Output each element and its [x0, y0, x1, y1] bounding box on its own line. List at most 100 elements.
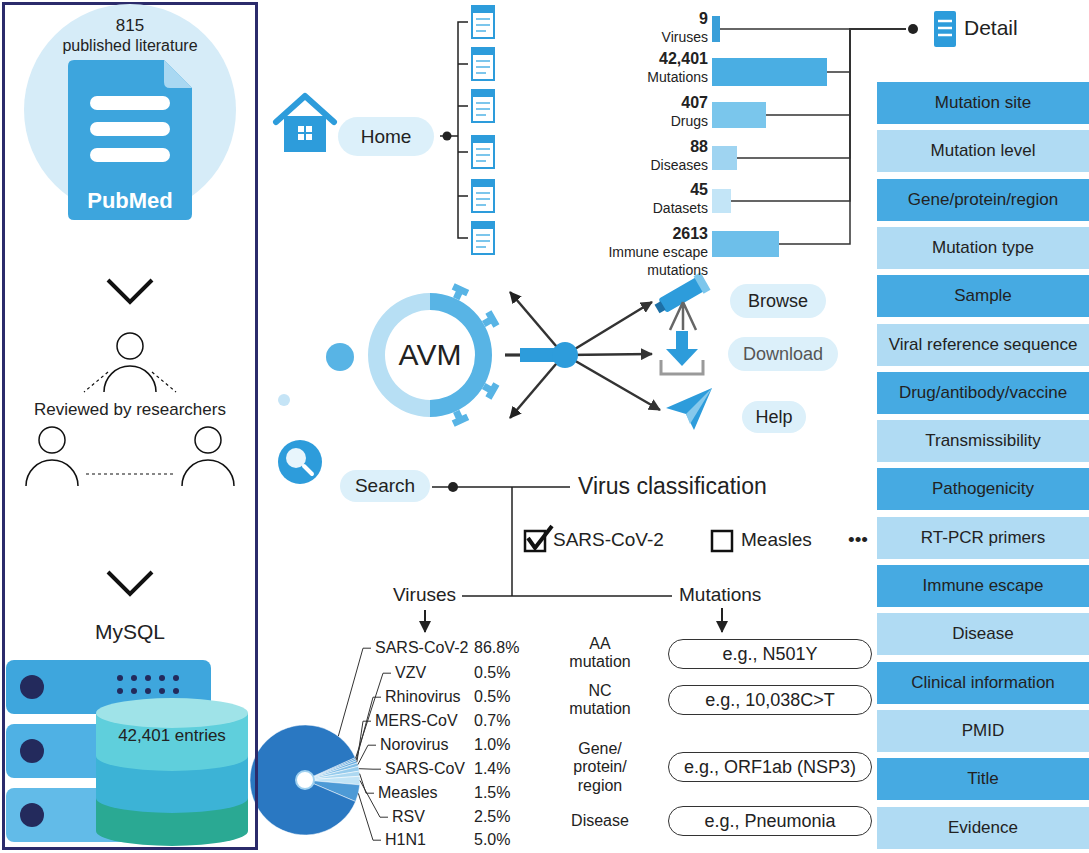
chevron	[108, 280, 152, 302]
label-slot: Measles	[378, 784, 438, 802]
label-text: e.g., Pneumonia	[704, 811, 835, 832]
text-slot: PMID	[877, 710, 1089, 752]
label-text: Sample	[954, 286, 1012, 306]
text-slot: MySQL	[2, 620, 258, 644]
cylinder-top	[96, 698, 248, 728]
label-slot: •••	[848, 529, 868, 551]
label-text: MySQL	[95, 620, 165, 643]
text-slot: 42,401 entries	[96, 726, 248, 746]
label-text: Measles	[378, 784, 438, 801]
label-text: Datasets	[653, 200, 708, 216]
field-box: Viral reference sequence	[877, 324, 1089, 366]
text-slot: e.g., ORF1ab (NSP3)	[669, 753, 871, 781]
label-text: SARS-CoV-2	[553, 529, 664, 550]
field-box: Sample	[877, 275, 1089, 317]
label-slot: 5.0%	[474, 831, 510, 849]
label-slot: H1N1	[385, 831, 426, 849]
doc-lines	[476, 193, 490, 205]
count-bar: 9Viruses	[590, 10, 720, 46]
text-slot: Mutations	[590, 68, 708, 86]
label-text: 42,401 entries	[118, 726, 226, 745]
label-text: Gene/protein/region	[908, 190, 1058, 210]
junction-dot	[448, 482, 458, 492]
label-text: 407	[681, 94, 708, 111]
doc-lines	[476, 235, 490, 247]
label-text: 0.5%	[474, 688, 510, 705]
label-text: 1.4%	[474, 760, 510, 777]
label-text: Browse	[748, 291, 808, 312]
doc-fold	[164, 60, 192, 88]
connector-group	[505, 29, 906, 410]
deco-dot	[278, 394, 290, 406]
server-light	[20, 675, 44, 699]
tree-line	[432, 487, 672, 596]
label-slot: SARS-CoV	[385, 760, 465, 778]
pill-shape: Download	[728, 337, 838, 371]
doc-band	[472, 48, 494, 55]
doc-band	[472, 6, 494, 13]
paper-plane	[666, 388, 712, 430]
text-slot: 815	[24, 16, 236, 36]
text-slot: Drugs	[590, 112, 708, 130]
connector	[505, 302, 652, 355]
label-text: Mutation type	[932, 238, 1034, 258]
label-text: 2.5%	[474, 808, 510, 825]
person-body	[104, 366, 156, 392]
label-text: AVM	[399, 338, 462, 373]
count-bar: 42,401Mutations	[590, 50, 827, 86]
avm-logo: AVM	[355, 280, 505, 430]
dot	[131, 675, 137, 681]
text-slot: 9	[590, 10, 708, 28]
label-slot: SARS-CoV-2	[553, 529, 664, 551]
label-text: Download	[743, 344, 823, 365]
pointer-arrow	[510, 364, 556, 418]
download-button: Download	[652, 328, 844, 380]
leader-line	[358, 793, 381, 840]
magnifier	[278, 440, 322, 484]
leader-line	[359, 768, 381, 769]
label-slot: Virus classification	[578, 473, 767, 499]
field-box: Disease	[877, 613, 1089, 655]
download-tray	[661, 360, 703, 374]
text-slot: Viruses	[590, 28, 708, 46]
label-text: Drugs	[671, 113, 708, 129]
label-slot: 1.5%	[474, 784, 510, 802]
label-slot: 86.8%	[474, 639, 519, 657]
text-slot: Datasets	[590, 199, 708, 217]
text-slot: 407	[590, 94, 708, 112]
label-text: Mutations	[679, 584, 761, 605]
source-panel: Reviewed by researchersMySQL815published…	[2, 2, 258, 850]
bar-fill	[712, 16, 720, 42]
telescope-eyepiece	[655, 301, 666, 313]
label-text: Detail	[964, 16, 1018, 39]
label-text: Immune escape	[923, 576, 1044, 596]
label-text: Drug/antibody/vaccine	[899, 383, 1067, 403]
doc-body	[68, 60, 192, 220]
doc-outline	[472, 48, 494, 80]
label-slot: RSV	[392, 808, 425, 826]
doc-outline	[934, 11, 956, 47]
field-box: Transmissibility	[877, 420, 1089, 462]
doc-icon	[472, 6, 494, 38]
field-box: Mutation site	[877, 82, 1089, 124]
cyl-outline	[96, 698, 248, 846]
text-slot: 45	[590, 181, 708, 199]
label-text: Clinical information	[911, 673, 1055, 693]
label-text: H1N1	[385, 831, 426, 848]
dot	[173, 688, 179, 694]
down-arrow	[424, 610, 426, 632]
bar-fill	[712, 102, 766, 128]
field-box: RT-PCR primers	[877, 517, 1089, 559]
text-slot: Gene/protein/region	[877, 179, 1089, 221]
doc-lines	[476, 149, 490, 161]
label-text: 1.0%	[474, 736, 510, 753]
pill-shape: Help	[742, 401, 806, 433]
database-cylinder: 42,401 entries	[96, 698, 248, 846]
label-text: published literature	[62, 37, 197, 54]
text-slot: 88	[590, 138, 708, 156]
label-text: •••	[848, 529, 868, 550]
download-arrow	[666, 349, 698, 366]
doc-lines	[476, 19, 490, 31]
